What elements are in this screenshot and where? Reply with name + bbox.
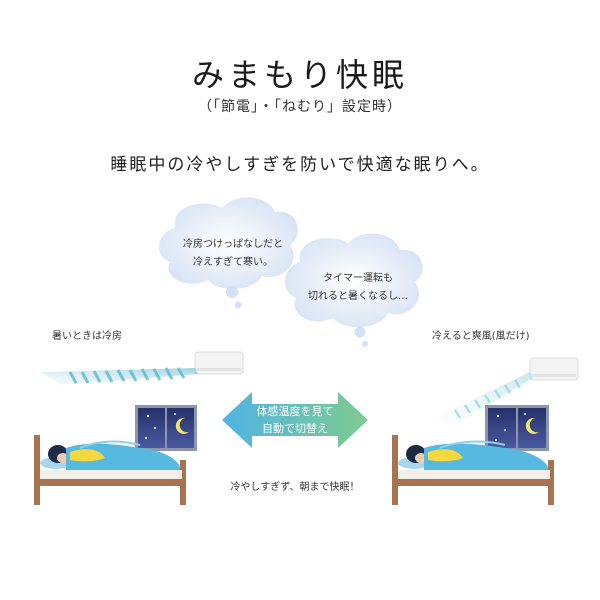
bed-icon-right [392, 435, 554, 505]
arrow-text: 体感温度を見て 自動で切替え [245, 403, 345, 437]
right-bubble-line2: 切れると暑くなるし… [308, 291, 408, 302]
thought-bubble-left [159, 197, 298, 309]
left-bubble-line1: 冷房つけっぱなしだと [183, 239, 283, 250]
window-right [485, 405, 549, 451]
cold-air-stream [40, 367, 198, 385]
air-conditioner-icon [194, 351, 244, 375]
sleeping-person-icon [48, 440, 181, 470]
moon-icon-right [525, 417, 539, 434]
bottom-note: 冷やしすぎず、朝まで快眠！ [230, 482, 360, 493]
page-subtitle: （「節電」・「ねむり」設定時） [198, 99, 402, 115]
right-mode-label: 冷えると爽風(風だけ) [432, 331, 530, 342]
arrow-line2: 自動で切替え [262, 422, 328, 435]
star-icon [146, 414, 150, 418]
switch-arrow [222, 392, 368, 448]
window-left [135, 405, 197, 451]
thought-bubble-right [284, 233, 423, 347]
left-bubble-line2: 冷えすぎて寒い。 [193, 257, 273, 268]
air-conditioner-icon-right [529, 357, 579, 381]
gentle-air-stream [430, 372, 533, 428]
sleeping-person-icon-right [406, 440, 549, 470]
right-bubble-line1: タイマー運転も [323, 273, 393, 284]
bed-icon [34, 435, 186, 505]
moon-icon [175, 417, 189, 434]
page-title: みまもり快眠 [191, 56, 408, 94]
tagline: 睡眠中の冷やしすぎを防いで快適な眠りへ。 [110, 155, 490, 175]
arrow-line1: 体感温度を見て [256, 405, 334, 418]
left-bubble-text: 冷房つけっぱなしだと 冷えすぎて寒い。 [168, 236, 298, 272]
right-bubble-text: タイマー運転も 切れると暑くなるし… [293, 270, 423, 306]
left-mode-label: 暑いときは冷房 [52, 331, 122, 342]
